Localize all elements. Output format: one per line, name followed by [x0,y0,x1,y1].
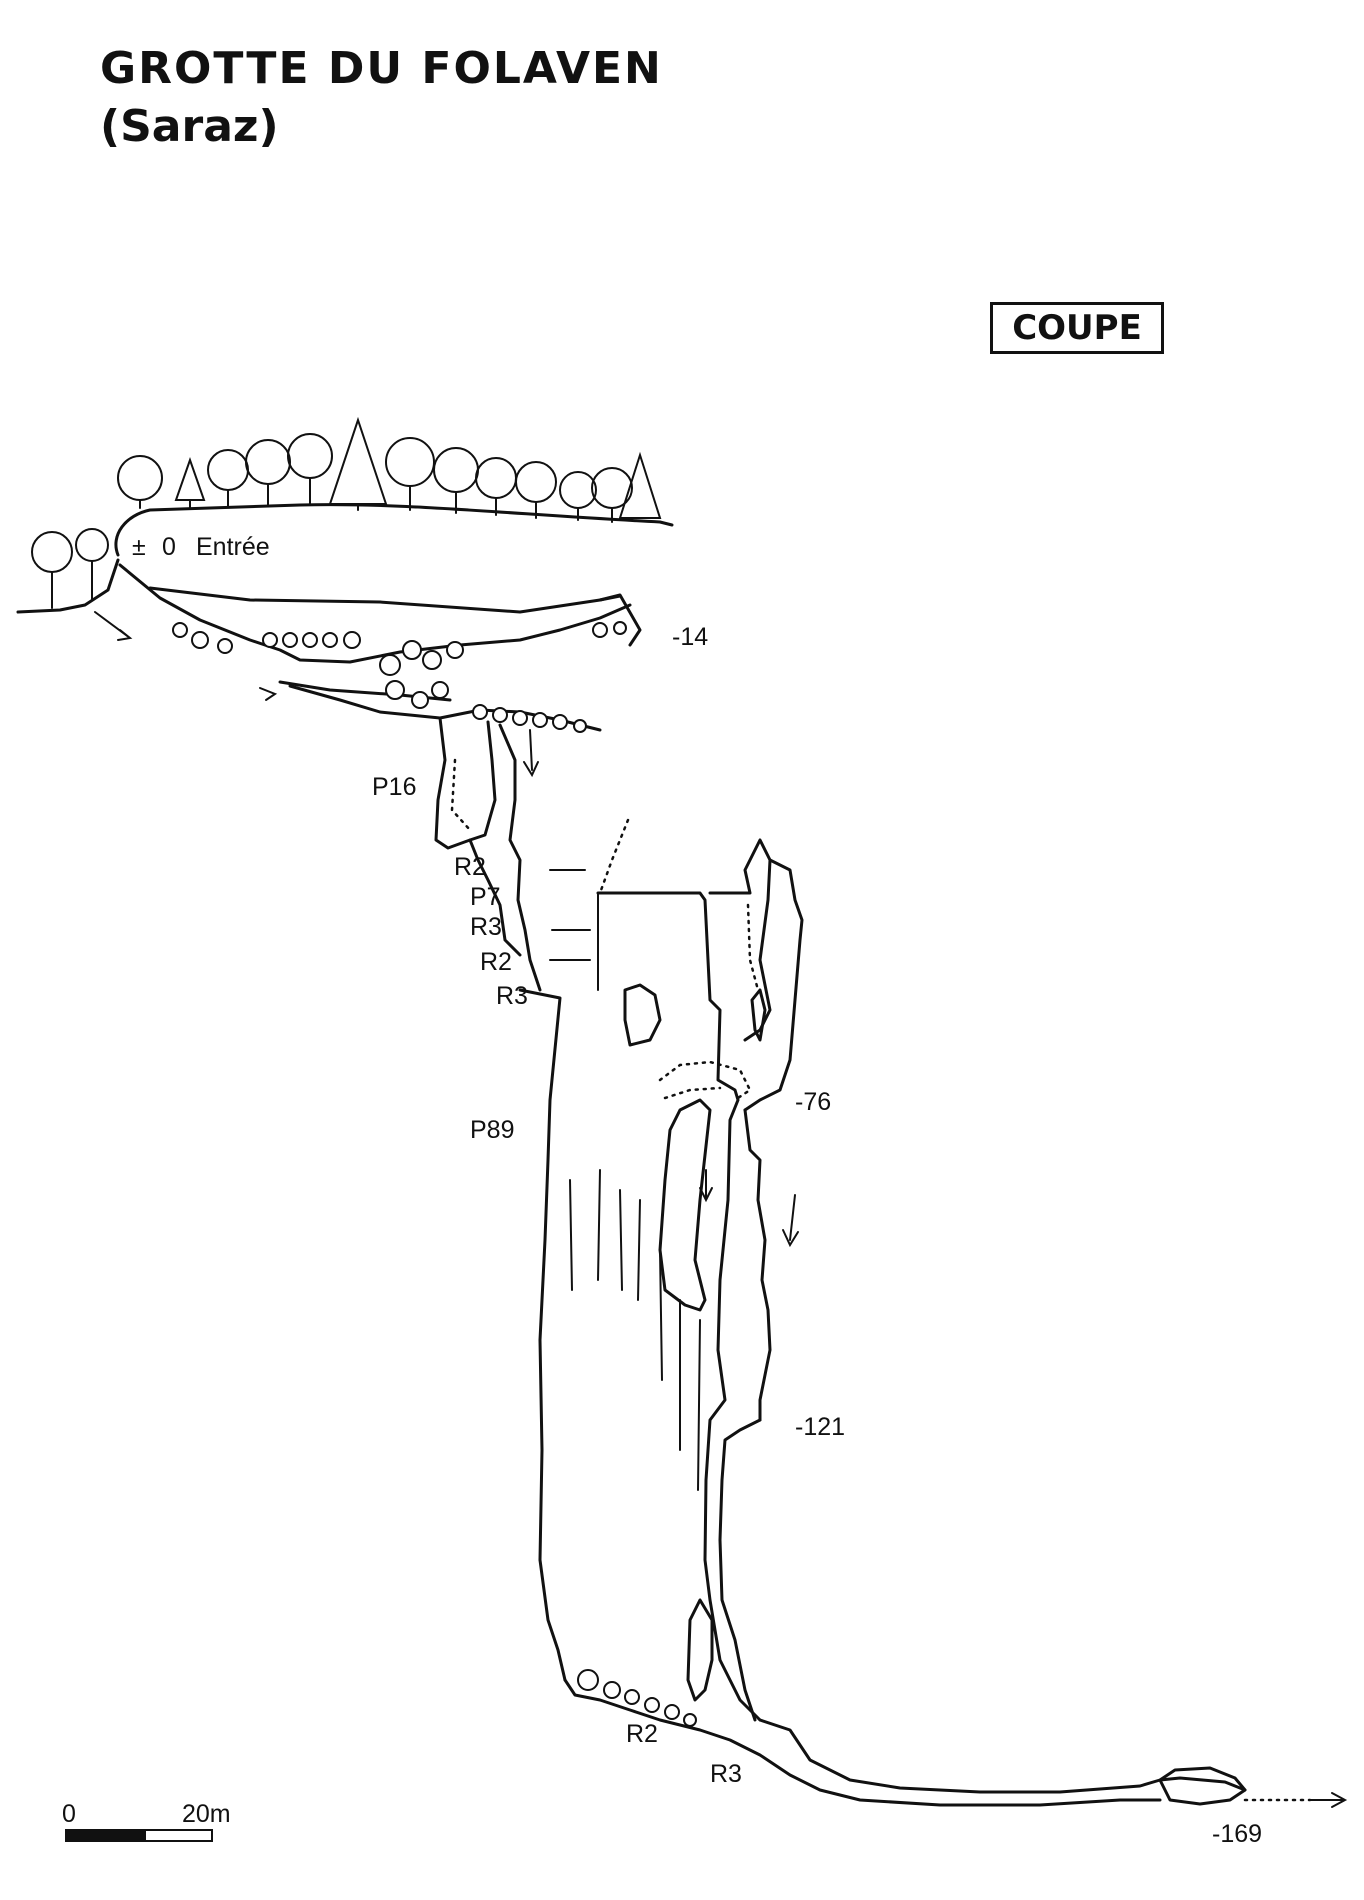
scale-bar: 0 20m [62,1800,231,1842]
shaft-label-r2-middle: R2 [480,948,512,976]
surface-trees [16,416,674,614]
p89-shaft [518,818,804,1722]
upper-gallery [94,563,642,733]
diagram-subtitle: (Saraz) [100,101,279,152]
view-type-label: COUPE [990,302,1164,354]
shaft-label-r3-middle: R3 [496,982,528,1010]
diagram-title: GROTTE DU FOLAVEN [100,43,663,94]
shaft-label-r3-lower: R3 [710,1760,742,1788]
shaft-label-p7: P7 [470,883,501,911]
p16-shaft [434,716,542,992]
shaft-label-p89: P89 [470,1116,514,1144]
entrance-name: Entrée [196,533,270,561]
entrance-depth: 0 [162,533,176,561]
depth-label-minus-76: -76 [795,1088,831,1116]
depth-label-minus-121: -121 [795,1413,845,1441]
depth-label-minus-169: -169 [1212,1820,1262,1848]
depth-label-minus-14: -14 [672,623,708,651]
shaft-label-p16: P16 [372,773,416,801]
shaft-label-r2-upper: R2 [454,853,486,881]
shaft-label-r2-lower: R2 [626,1720,658,1748]
bottom-gallery [563,1669,1348,1808]
shaft-label-r3-upper: R3 [470,913,502,941]
scale-start-label: 0 [62,1800,76,1828]
scale-end-label: 20m [182,1800,231,1828]
entrance-symbol: ± [132,533,146,561]
entrance-label: ± 0 Entrée [132,533,270,561]
